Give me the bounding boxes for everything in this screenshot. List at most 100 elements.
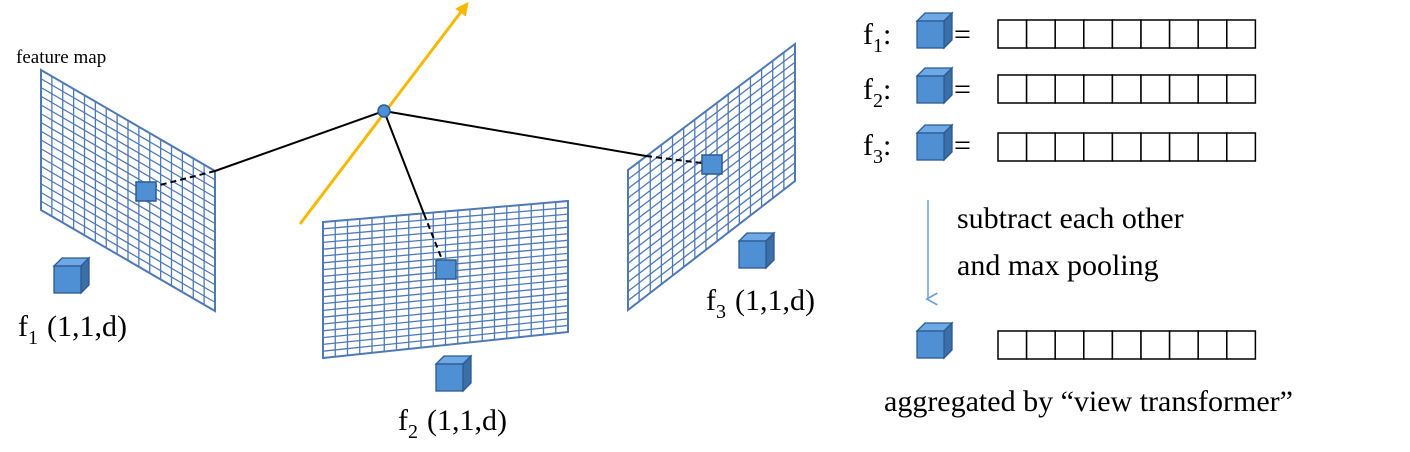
vector-cell [1168, 132, 1199, 162]
vector-cell [1168, 330, 1199, 360]
grid-line [322, 292, 569, 318]
vector-cell [1226, 19, 1257, 49]
grid-line [40, 148, 216, 251]
vector-cell [1226, 330, 1257, 360]
f3-shape-label: f3(1,1,d) [706, 284, 815, 323]
grid-line [627, 70, 796, 199]
grid-line [627, 52, 796, 180]
grid-line [322, 305, 569, 332]
right-feature-map [627, 41, 796, 313]
vector-cell [1140, 132, 1171, 162]
equals-sign-f1: = [954, 18, 971, 51]
vector-cell [1168, 19, 1199, 49]
right-projected-pixel [701, 154, 723, 175]
vector-cell [1054, 74, 1085, 104]
feature-cubes [52, 11, 954, 393]
f1-vector [997, 19, 1257, 49]
projection-line-right [383, 110, 647, 157]
grid-line [322, 318, 569, 346]
vector-cell [1111, 19, 1142, 49]
f3-cube-icon [737, 231, 776, 270]
grid-line [40, 165, 216, 268]
projection-line-center-dashed [423, 213, 444, 263]
vector-cell [1197, 19, 1228, 49]
vector-cell [1197, 74, 1228, 104]
left-feature-map [40, 68, 216, 313]
vector-cell [1197, 132, 1228, 162]
grid-line [40, 156, 216, 260]
grid-line [322, 272, 569, 298]
vector-cell [1140, 19, 1171, 49]
f2-cube-icon [434, 354, 473, 393]
vector-cell [1054, 132, 1085, 162]
equals-sign-f3: = [954, 129, 971, 162]
grid-border [627, 41, 796, 313]
f3-row-cube-icon [915, 123, 954, 162]
grid-line [627, 89, 796, 218]
vector-cell [1111, 132, 1142, 162]
vector-cell [997, 74, 1028, 104]
vector-cell [1025, 132, 1056, 162]
vector-cell [1197, 330, 1228, 360]
vector-cell [1226, 74, 1257, 104]
result-caption: aggregated by “view transformer” [884, 385, 1293, 418]
projection-lines [155, 110, 703, 263]
grid-line [627, 125, 796, 255]
operation-line-2: and max pooling [957, 249, 1159, 282]
vector-cell [997, 330, 1028, 360]
feature-map-caption: feature map [16, 47, 106, 68]
center-projected-pixel [435, 259, 457, 280]
vector-cell [1083, 132, 1114, 162]
vector-cell [997, 19, 1028, 49]
row-label-f2: f2: [863, 73, 891, 112]
vector-cell [1025, 330, 1056, 360]
grid-line [40, 139, 216, 242]
vector-cell [1025, 19, 1056, 49]
left-projected-pixel [135, 181, 157, 202]
grid-line [627, 134, 796, 264]
f1-row-cube-icon [915, 11, 954, 50]
f2-vector [997, 74, 1257, 104]
vector-cell [997, 132, 1028, 162]
vector-cell [1226, 132, 1257, 162]
grid-line [40, 200, 216, 303]
equals-sign-f2: = [954, 73, 971, 106]
vector-cell [1054, 19, 1085, 49]
grid-line [322, 324, 569, 352]
row-label-f1: f1: [863, 18, 891, 57]
f2-row-cube-icon [915, 66, 954, 105]
grid-line [40, 174, 216, 277]
projection-line-center [383, 110, 425, 215]
grid-line [40, 191, 216, 295]
f2-shape-label: f2(1,1,d) [398, 404, 507, 443]
grid-line [322, 278, 569, 305]
operation-line-1: subtract each other [957, 202, 1184, 235]
projection-line-left [214, 110, 385, 172]
result-vector [997, 330, 1257, 360]
projection-line-left-dashed [155, 170, 216, 187]
vector-cell [1168, 74, 1199, 104]
3d-point [377, 104, 391, 118]
grid-line [627, 153, 796, 283]
feature-vectors [997, 19, 1257, 360]
f3-vector [997, 132, 1257, 162]
grid-line [40, 183, 216, 286]
f1-shape-label: f1(1,1,d) [18, 310, 127, 349]
grid-line [627, 162, 796, 292]
vector-cell [1140, 74, 1171, 104]
grid-line [627, 143, 796, 274]
vector-cell [1054, 330, 1085, 360]
vector-cell [1111, 74, 1142, 104]
vector-cell [1140, 330, 1171, 360]
vector-cell [1083, 74, 1114, 104]
grid-line [627, 116, 796, 246]
grid-line [322, 298, 569, 325]
vector-cell [1111, 330, 1142, 360]
vector-cell [1083, 330, 1114, 360]
f1-cube-icon [52, 256, 91, 295]
grid-line [627, 80, 796, 208]
vector-cell [1025, 74, 1056, 104]
vector-cell [1083, 19, 1114, 49]
row-label-f3: f3: [863, 129, 891, 168]
